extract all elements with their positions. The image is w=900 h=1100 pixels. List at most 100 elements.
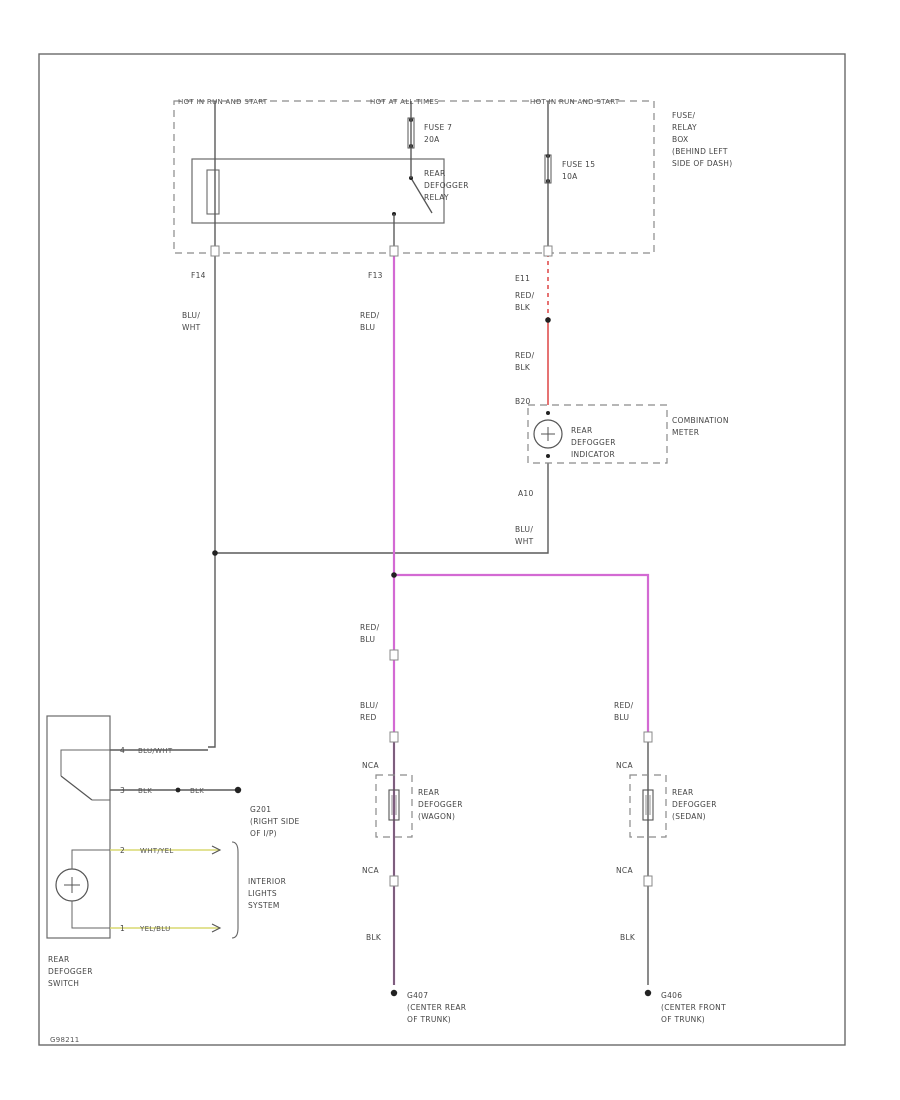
label-hot-run-start-left: HOT IN RUN AND START: [178, 98, 268, 106]
wire-left-column: [208, 101, 216, 748]
splice-red-blk: [545, 317, 551, 323]
wire-label-red-blu-1b: BLU: [360, 323, 375, 332]
combination-meter: B20 REAR DEFOGGER INDICATOR COMBINATION …: [515, 397, 729, 464]
fuse-box-location-label: FUSE/ RELAY BOX (BEHIND LEFT SIDE OF DAS…: [672, 111, 732, 168]
pin-nca-4: NCA: [616, 866, 633, 875]
wire-label-red-blu-3b: BLU: [614, 713, 629, 722]
ground-g201-icon: [234, 786, 242, 794]
wire-label-red-blk-1b: BLK: [515, 303, 531, 312]
interior-lights-label-3: SYSTEM: [248, 901, 280, 910]
ground-g407-label-1: G407: [407, 991, 428, 1000]
svg-text:RELAY: RELAY: [424, 193, 449, 202]
fuse-7-label: FUSE 7: [424, 123, 452, 132]
rear-defogger-relay: [191, 158, 445, 224]
rear-defogger-switch: REAR DEFOGGER SWITCH: [46, 715, 111, 988]
label-hot-run-start-right: HOT IN RUN AND START: [530, 98, 620, 106]
svg-text:DEFOGGER: DEFOGGER: [424, 181, 469, 190]
indicator-label-1: REAR: [571, 426, 593, 435]
switch-wire-blu-wht: BLU/WHT: [138, 747, 173, 755]
diagram-code: G98211: [50, 1036, 80, 1044]
label-hot-all-times: HOT AT ALL TIMES: [370, 98, 439, 106]
sedan-defogger-label-1: REAR: [672, 788, 694, 797]
wire-label-blu-red-a: BLU/: [360, 701, 378, 710]
switch-wire-blk-a: BLK: [138, 787, 152, 795]
rear-defogger-wagon: REAR DEFOGGER (WAGON): [375, 774, 463, 838]
relay-contact: [410, 177, 433, 214]
wire-label-blu-red-b: RED: [360, 713, 377, 722]
wire-label-red-blk-2a: RED/: [515, 351, 535, 360]
pin-nca-2: NCA: [362, 866, 379, 875]
ground-g407-label-2: (CENTER REAR: [407, 1003, 466, 1012]
relay-coil: [206, 169, 220, 215]
wagon-defogger-label-2: DEFOGGER: [418, 800, 463, 809]
relay-label: REAR DEFOGGER RELAY: [424, 169, 469, 202]
wire-label-red-blu-2a: RED/: [360, 623, 380, 632]
wire-label-red-blk-2b: BLK: [515, 363, 531, 372]
switch-pin-4: 4: [120, 746, 125, 755]
wire-label-blu-wht-1a: BLU/: [182, 311, 200, 320]
pin-nca-1: NCA: [362, 761, 379, 770]
pin-f14: F14: [191, 271, 206, 280]
fuse-relay-box: HOT IN RUN AND START HOT AT ALL TIMES HO…: [173, 98, 732, 254]
splice-red-blu: [391, 572, 397, 578]
indicator-label-3: INDICATOR: [571, 450, 615, 459]
fuse-15-label: FUSE 15: [562, 160, 595, 169]
ground-g406-label-2: (CENTER FRONT: [661, 1003, 726, 1012]
ground-g201-label-3: OF I/P): [250, 829, 277, 838]
indicator-lamp-icon: [533, 419, 563, 449]
switch-pin-1: 1: [120, 924, 125, 933]
wire-label-red-blu-1a: RED/: [360, 311, 380, 320]
ground-g406-label-1: G406: [661, 991, 682, 1000]
sedan-defogger-label-2: DEFOGGER: [672, 800, 717, 809]
wire-label-blu-wht-1b: WHT: [182, 323, 201, 332]
pin-f13: F13: [368, 271, 383, 280]
switch-name-3: SWITCH: [48, 979, 79, 988]
wire-red-blu-branch: [394, 573, 650, 738]
meter-name-2: METER: [672, 428, 699, 437]
wire-blu-wht-meter-return: [215, 463, 549, 554]
switch-pin-3: 3: [120, 786, 125, 795]
switch-pin-2: 2: [120, 846, 125, 855]
pin-a10: A10: [518, 489, 534, 498]
ground-g406-label-3: OF TRUNK): [661, 1015, 705, 1024]
rear-defogger-sedan: REAR DEFOGGER (SEDAN): [629, 774, 717, 838]
indicator-label-2: DEFOGGER: [571, 438, 616, 447]
switch-wire-yel-blu: YEL/BLU: [139, 925, 171, 933]
wire-label-red-blu-2b: BLU: [360, 635, 375, 644]
interior-lights-label-2: LIGHTS: [248, 889, 277, 898]
diagram-frame: [38, 53, 846, 1046]
wire-label-blu-wht-2a: BLU/: [515, 525, 533, 534]
wire-label-red-blu-3a: RED/: [614, 701, 634, 710]
connector-ticks: [210, 245, 653, 887]
ground-g407-icon: [390, 989, 398, 997]
wire-label-blk-1: BLK: [366, 933, 382, 942]
svg-text:BOX: BOX: [672, 135, 688, 144]
svg-text:FUSE/: FUSE/: [672, 111, 696, 120]
pin-nca-3: NCA: [616, 761, 633, 770]
switch-name-2: DEFOGGER: [48, 967, 93, 976]
svg-text:(BEHIND LEFT: (BEHIND LEFT: [672, 147, 728, 156]
wire-label-red-blk-1a: RED/: [515, 291, 535, 300]
meter-name-1: COMBINATION: [672, 416, 729, 425]
wagon-defogger-label-3: (WAGON): [418, 812, 455, 821]
wire-label-blu-wht-2b: WHT: [515, 537, 534, 546]
fuse-15-rating: 10A: [562, 172, 578, 181]
interior-lights-label-1: INTERIOR: [248, 877, 286, 886]
ground-g201-label-1: G201: [250, 805, 271, 814]
sedan-defogger-label-3: (SEDAN): [672, 812, 706, 821]
splice-blu-wht: [212, 550, 218, 556]
switch-name-1: REAR: [48, 955, 70, 964]
svg-text:RELAY: RELAY: [672, 123, 697, 132]
svg-text:REAR: REAR: [424, 169, 446, 178]
interior-lights-bracket: [231, 841, 239, 939]
ground-g407-label-3: OF TRUNK): [407, 1015, 451, 1024]
pin-b20: B20: [515, 397, 531, 406]
wagon-defogger-label-1: REAR: [418, 788, 440, 797]
ground-g201-label-2: (RIGHT SIDE: [250, 817, 300, 826]
ground-g406-icon: [644, 989, 652, 997]
wire-label-blk-2: BLK: [620, 933, 636, 942]
switch-wire-blk-b: BLK: [190, 787, 204, 795]
pin-e11: E11: [515, 274, 530, 283]
svg-text:SIDE OF DASH): SIDE OF DASH): [672, 159, 732, 168]
